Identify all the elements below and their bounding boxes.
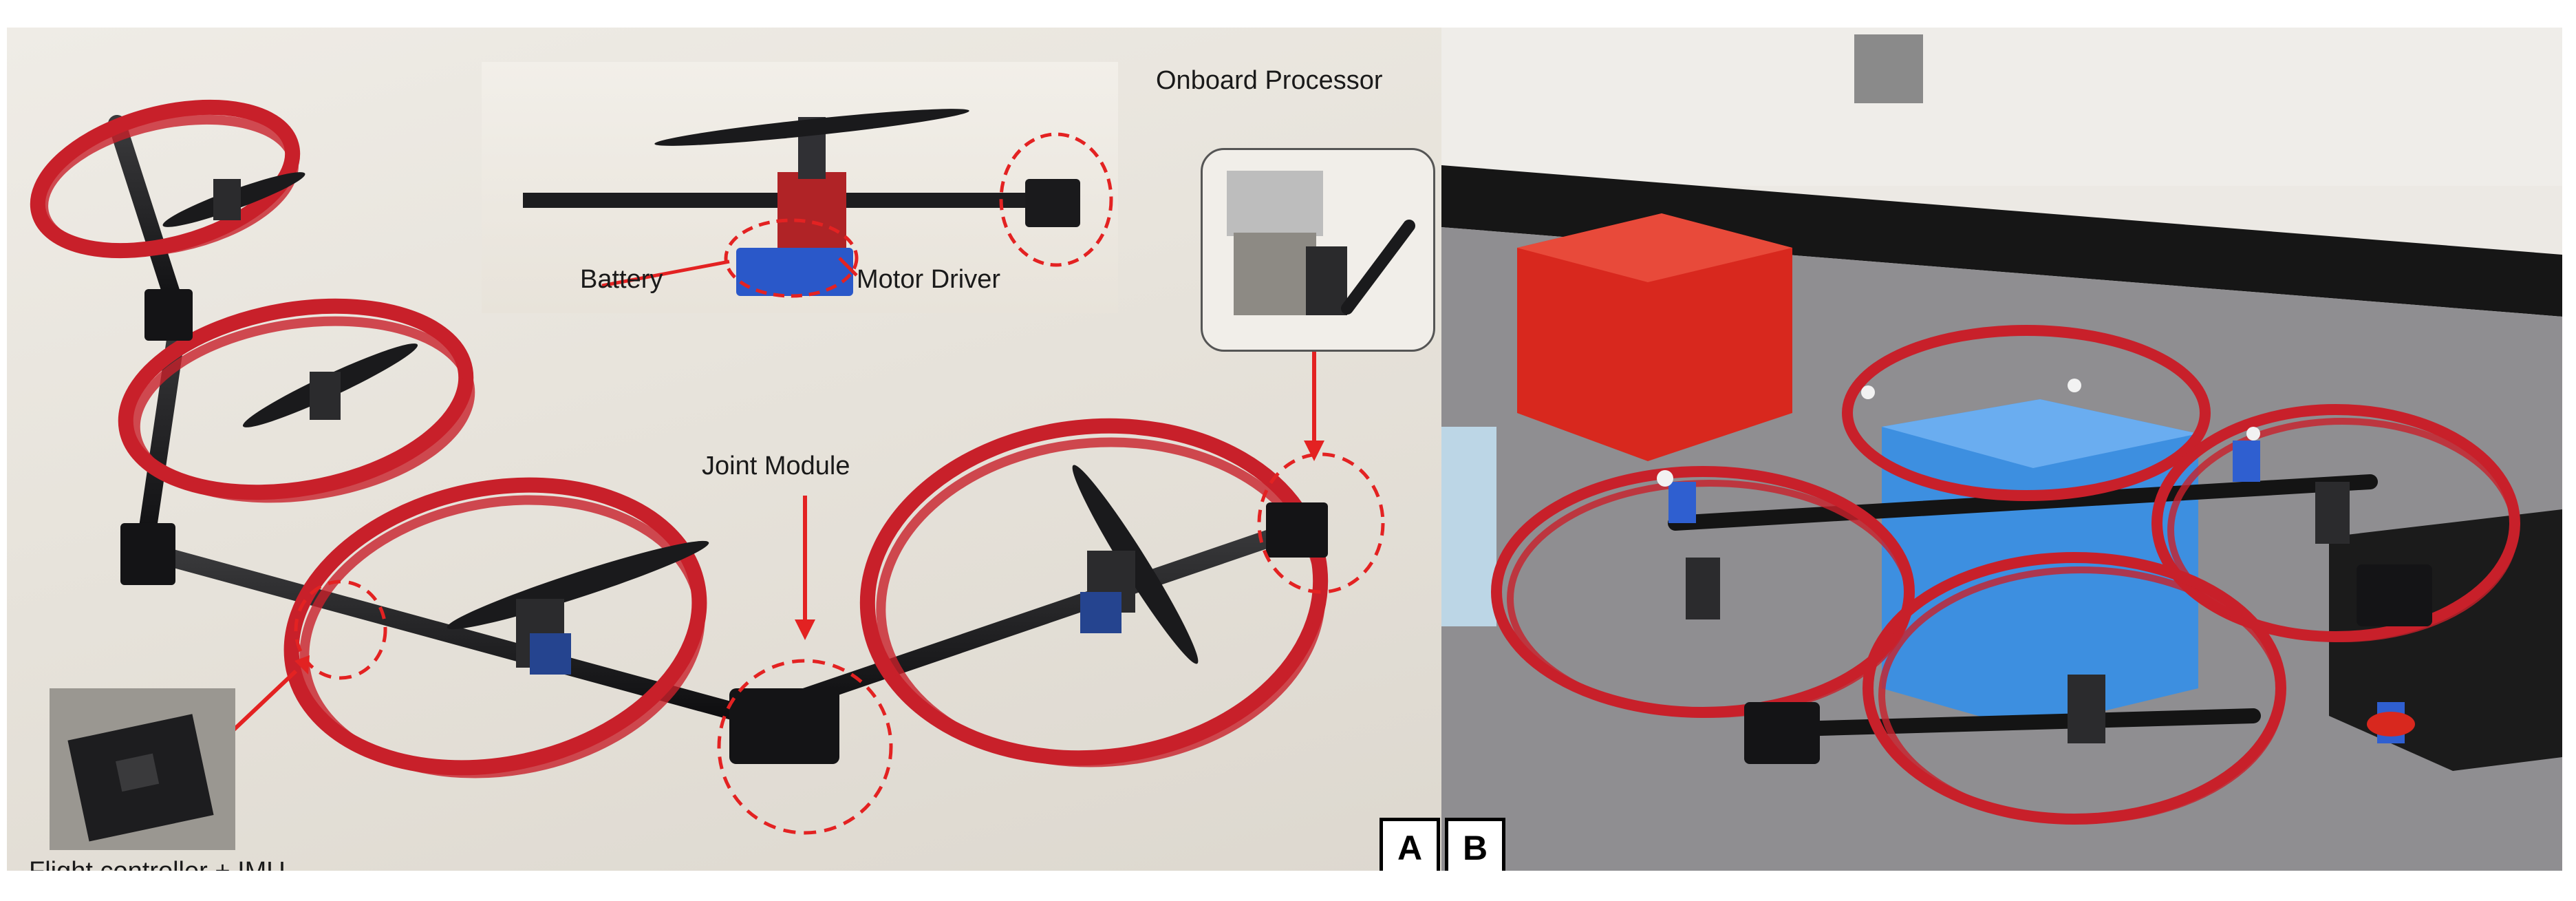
inset-flight-controller-photo <box>50 688 235 850</box>
antenna <box>1341 220 1415 315</box>
battery-pack <box>736 248 853 296</box>
panel-a-drone-illustration <box>30 99 1385 835</box>
propeller-guards <box>30 99 1329 778</box>
joint-highlight-circle <box>999 132 1113 267</box>
baseboard <box>1441 165 2562 317</box>
drone-arms <box>1668 474 2378 737</box>
panel-b-scene-illustration <box>1441 28 2562 871</box>
processor-illustration <box>1227 171 1415 315</box>
drone-motors <box>1668 441 2405 743</box>
motor-modules <box>213 179 1135 675</box>
arm-module-illustration <box>523 109 1113 298</box>
red-box <box>1517 213 1792 461</box>
joint-module-label: Joint Module <box>702 452 850 480</box>
battery-highlight-circle <box>724 218 859 298</box>
inset-arm-module-photo: Battery Motor Driver <box>482 62 1118 313</box>
processor-module <box>1306 246 1347 315</box>
motor-driver-label: Motor Driver <box>857 265 1001 294</box>
battery-arrow <box>601 259 730 288</box>
wall-outlet <box>1854 34 1923 103</box>
highlight-circles <box>294 452 1385 835</box>
heatsink <box>1227 171 1323 236</box>
light-blue-block <box>1441 427 1496 626</box>
fc-chip <box>116 753 160 792</box>
motor-driver-arrow <box>838 257 858 277</box>
arm-end-cap <box>2367 712 2415 736</box>
flight-controller-label: Flight controller + IMU <box>29 858 286 871</box>
panel-a-photo: Battery Motor Driver Onboard Processor J… <box>7 28 1441 871</box>
wall <box>1441 28 2562 186</box>
joint-end <box>1025 179 1080 227</box>
processor-board <box>1234 233 1316 315</box>
mocap-markers <box>1657 379 2260 487</box>
drone-joint-blocks <box>1744 564 2432 764</box>
panel-tag-b: B <box>1445 818 1505 871</box>
pointer-arrows <box>232 351 1324 732</box>
inset-onboard-processor-photo <box>1201 148 1435 352</box>
panel-tag-a: A <box>1380 818 1440 871</box>
flight-controller-illustration <box>67 714 214 842</box>
drone-guard-rings <box>1491 325 2520 825</box>
joint-blocks <box>120 289 1328 764</box>
panel-b-photo: B <box>1441 28 2562 871</box>
propeller-blade <box>654 109 969 146</box>
onboard-processor-label: Onboard Processor <box>1156 66 1383 95</box>
battery-label: Battery <box>580 265 663 294</box>
motor-mount <box>777 172 846 262</box>
